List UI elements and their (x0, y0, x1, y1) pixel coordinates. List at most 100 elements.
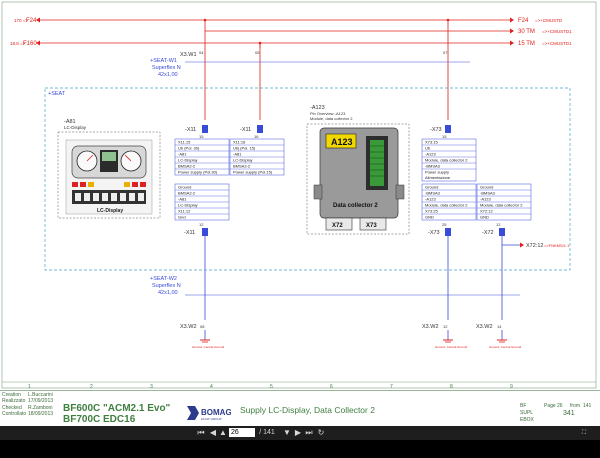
rail-30tm-right[interactable]: 30 TM (518, 29, 535, 35)
bottom-conn-3[interactable]: X3.W2 14 Ground, Central Ground (476, 324, 522, 349)
ground-label: Ground, Central Ground (435, 345, 468, 349)
table-cell: X73:25 (425, 209, 438, 214)
table-cell: Ground (178, 185, 191, 190)
tb-sheet-title: Supply LC-Display, Data Collector 2 (240, 405, 375, 415)
x11-top-pin: 15 (199, 134, 204, 139)
grid-col-8: 9 (510, 384, 513, 390)
table-cell: X72:12 (480, 209, 493, 214)
table-cell: -A123 (425, 197, 436, 202)
bottom-conn-label: X3.W2 (476, 324, 493, 330)
grid-col-0: 1 (28, 384, 31, 390)
x11-top2-tag[interactable]: -X11 (240, 127, 251, 133)
table-cell: GND (425, 215, 434, 220)
rotate-icon[interactable]: ↻ (317, 428, 325, 437)
table-cell: -BMSA3 (480, 191, 496, 196)
rail-f24-right-ref[interactable]: =>+CMUSTD (535, 18, 563, 23)
bottom-conn-1[interactable]: X3.W2 08 Ground, Central Ground (180, 324, 225, 349)
tb-ebox: EBOX (520, 417, 534, 423)
tb-drawing-no: 341 (563, 410, 575, 417)
table-cell: Ub (Pol. 30) (178, 146, 200, 151)
table-x72-ground: Ground -BMSA3 -A123 Module, data collect… (476, 183, 532, 221)
bottom-conn-pin: 14 (497, 324, 502, 329)
a81-tag[interactable]: -A81 (64, 119, 76, 125)
table-cell: Ground (425, 185, 438, 190)
rail-f160-left-ref[interactable]: 18.8 => (10, 41, 26, 46)
x73-bot-pin: 25 (442, 222, 447, 227)
a123-caption: Data collector 2 (333, 203, 378, 209)
x11-top2-pin: 16 (254, 134, 259, 139)
rail-30tm-right-ref[interactable]: =>+CMUSTD1 (542, 29, 572, 34)
table-x11-ground: Ground BMSA2-2 -A81 LC-Display X11:12 Gn… (174, 183, 230, 221)
cable-w1-tag[interactable]: +SEAT-W1 (150, 58, 177, 64)
x11-top-tag[interactable]: -X11 (185, 127, 196, 133)
a123-sub2: Module, data collector 2 (310, 116, 353, 121)
a123-tag[interactable]: -A123 (310, 105, 325, 111)
bottom-bar (0, 440, 600, 458)
first-page-icon[interactable]: ⏮ (197, 428, 205, 437)
cable-w1-type: Superflex N (152, 65, 181, 71)
bomag-logo: BOMAG FAYAT GROUP (187, 406, 231, 421)
bottom-conn-pin: 08 (200, 324, 205, 329)
rail-f24-right[interactable]: F24 (518, 18, 529, 24)
lc-display-caption: LC-Display (97, 208, 123, 214)
x73-top-pin: 15 (442, 134, 447, 139)
table-cell: BMSA2-2 (178, 164, 196, 169)
a123-x73: X73 (366, 223, 377, 229)
table-cell: Ub (425, 146, 431, 151)
grid-col-3: 4 (210, 384, 213, 390)
page-up-icon[interactable]: ▲ (219, 428, 227, 437)
tb-total: 141 (583, 403, 592, 409)
tb-created-date: 17/09/2013 (28, 398, 54, 404)
tb-controlled: Controllato (2, 411, 27, 417)
table-cell: BMSA2-2 (178, 191, 196, 196)
table-cell: Alimentazione (425, 175, 451, 180)
page-down-icon[interactable]: ▼ (283, 428, 291, 437)
x72-bot-pin: 12 (496, 222, 501, 227)
cable-w2-tag[interactable]: +SEAT-W2 (150, 276, 177, 282)
next-page-icon[interactable]: ▶ (294, 428, 302, 437)
grid-col-7: 8 (450, 384, 453, 390)
bottom-conn-2[interactable]: X3.W2 12 Ground, Central Ground (422, 324, 468, 349)
grid-col-2: 3 (150, 384, 153, 390)
tb-brand: BOMAG (201, 408, 231, 417)
tb-creation: Creation (2, 392, 21, 398)
rail-15tm-right-ref[interactable]: =>+CMUSTD1 (542, 41, 572, 46)
x72-bot-tag[interactable]: -X72 (482, 230, 494, 236)
prev-page-icon[interactable]: ◀ (209, 428, 217, 437)
table-cell: -A81 (233, 152, 242, 157)
x72-ref-label[interactable]: X72:12 (526, 243, 543, 249)
ground-label: Ground, Central Ground (192, 345, 225, 349)
tb-supl: SUPL (520, 410, 534, 416)
conn-w1-label[interactable]: X3.W1 (180, 52, 197, 58)
table-cell: Power supply (425, 170, 449, 175)
x72-ref-target[interactable]: =>FNKMS/1.1 (544, 243, 570, 248)
x11-bot-tag[interactable]: -X11 (184, 230, 195, 236)
table-cell: -A81 (178, 197, 187, 202)
tb-page-num: 26 (557, 403, 563, 409)
x73-top-tag[interactable]: -X73 (430, 127, 442, 133)
table-cell: X73:15 (425, 140, 438, 145)
data-collector-image (313, 127, 405, 231)
table-cell: Ground (480, 185, 493, 190)
conn-w1-pin-3: 07 (443, 50, 448, 55)
table-cell: Power supply (Pol.15) (233, 170, 273, 175)
x73-bot-tag[interactable]: -X73 (428, 230, 440, 236)
cable-w2-spec: 42x1,00 (158, 290, 178, 296)
grid-col-6: 7 (390, 384, 393, 390)
a123-sub1: Pin Overview -A123 (310, 111, 346, 116)
x11-bot-pin: 12 (199, 222, 204, 227)
fullscreen-icon[interactable]: ⛶ (581, 430, 587, 436)
page-number-input[interactable] (229, 428, 255, 437)
title-block: Creation L.Buccarini Realizzato 17/09/20… (0, 390, 600, 427)
lc-display-image (65, 139, 153, 215)
table-x73-ground: Ground -BMSA3 -A123 Module, data collect… (421, 183, 477, 221)
cable-w2-type: Superflex N (152, 283, 181, 289)
table-cell: Power supply (Pol.30) (178, 170, 218, 175)
grid-col-1: 2 (90, 384, 93, 390)
table-cell: X11:16 (233, 140, 246, 145)
table-cell: BMSA2-2 (233, 164, 251, 169)
tb-model-1: BF600C "ACM2.1 Evo" (63, 403, 171, 414)
last-page-icon[interactable]: ⏭ (305, 428, 313, 437)
seat-box (44, 87, 571, 271)
rail-15tm-right[interactable]: 15 TM (518, 41, 535, 47)
